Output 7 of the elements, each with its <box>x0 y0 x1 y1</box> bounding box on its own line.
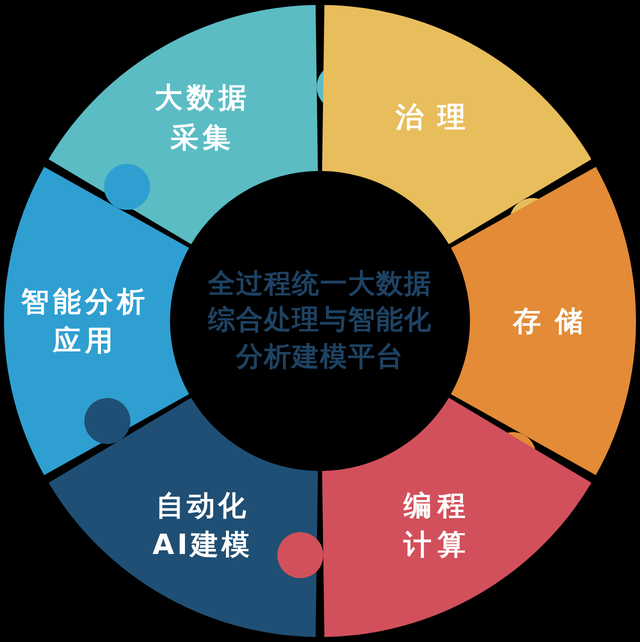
segment-label: 编程计算 <box>402 487 472 563</box>
segment-label: 智能分析应用 <box>20 284 150 359</box>
segment-label: 自动化AI建模 <box>151 487 254 563</box>
segment-label: 大数据采集 <box>154 80 252 156</box>
segment-label: 存储 <box>512 303 598 340</box>
segment-label: 治理 <box>394 100 480 136</box>
center-title: 全过程统一大数据综合处理与智能化分析建模平台 <box>206 267 433 374</box>
